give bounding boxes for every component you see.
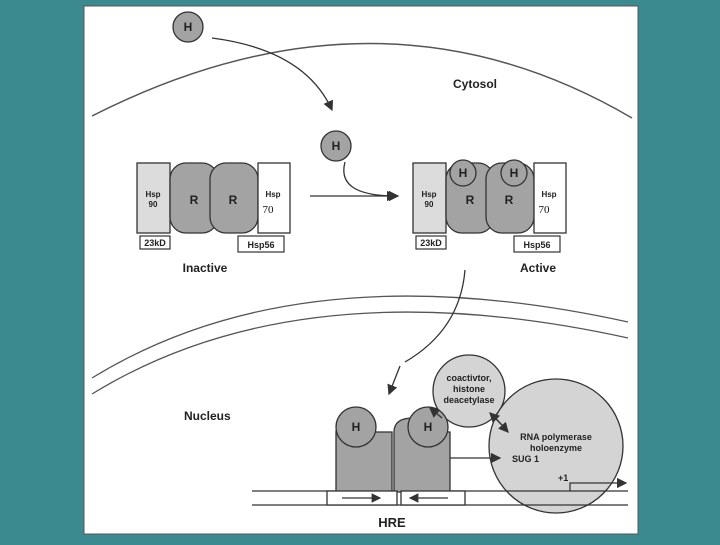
svg-text:Hsp: Hsp: [265, 190, 280, 199]
polymerase-coactivator-arrow: [489, 412, 506, 429]
23kd-block: [139, 235, 171, 250]
coactivator-complex: coactivtor, histone deacetylase: [432, 354, 506, 428]
hormone-label: H: [184, 20, 193, 34]
nuclear-envelope-outer: [91, 295, 629, 379]
cell-membrane: [91, 42, 633, 119]
svg-text:H: H: [459, 166, 468, 180]
hsp56-block: [237, 235, 285, 253]
svg-text:H: H: [510, 166, 519, 180]
hsp90-block: [412, 162, 447, 234]
svg-text:70: 70: [539, 204, 551, 216]
bound-hormone: [500, 159, 528, 187]
hre-element: [326, 490, 466, 506]
svg-text:70: 70: [263, 204, 275, 216]
svg-text:23kD: 23kD: [420, 238, 442, 248]
svg-text:23kD: 23kD: [144, 238, 166, 248]
hormone-free: H: [172, 11, 204, 43]
svg-text:90: 90: [425, 200, 434, 209]
nucleus-label: Nucleus: [184, 409, 231, 423]
active-label: Active: [520, 261, 556, 275]
nuclear-envelope-inner: [91, 311, 629, 395]
svg-text:R: R: [466, 193, 475, 207]
cytosol-label: Cytosol: [453, 77, 497, 91]
inactive-complex: Hsp 90 R R Hsp 70 23kD Hsp56: [136, 162, 291, 253]
hsp90-block: [136, 162, 171, 234]
nuclear-entry-arc: [404, 269, 466, 363]
svg-text:Hsp: Hsp: [145, 190, 160, 199]
receptor-dimer: H H: [335, 406, 451, 493]
svg-text:R: R: [229, 193, 238, 207]
sug1-label: SUG 1: [512, 454, 539, 464]
svg-text:histone: histone: [453, 384, 485, 394]
plus1-label: +1: [558, 473, 568, 483]
hsp70-block: [533, 162, 567, 234]
hsp56-block: [513, 235, 561, 253]
hormone-cytosol: H: [320, 130, 352, 162]
svg-text:R: R: [190, 193, 199, 207]
svg-text:Hsp: Hsp: [541, 190, 556, 199]
svg-text:RNA polymerase: RNA polymerase: [520, 432, 592, 442]
svg-text:Hsp56: Hsp56: [247, 240, 274, 250]
svg-text:H: H: [424, 420, 433, 434]
svg-text:Hsp: Hsp: [421, 190, 436, 199]
hormone-entry-arrow: [211, 37, 334, 112]
active-complex: Hsp 90 R R H H Hsp 70 23kD Hsp56: [412, 159, 567, 253]
bound-hormone: [449, 159, 477, 187]
nuclear-entry-arrow: [387, 365, 401, 396]
svg-text:coactivtor,: coactivtor,: [446, 373, 491, 383]
svg-text:H: H: [332, 139, 341, 153]
hre-label: HRE: [378, 515, 406, 530]
23kd-block: [415, 235, 447, 250]
svg-text:deacetylase: deacetylase: [443, 395, 494, 405]
rna-polymerase-holoenzyme: RNA polymerase holoenzyme: [488, 378, 624, 514]
svg-text:Hsp56: Hsp56: [523, 240, 550, 250]
coactivator-arrow: [429, 407, 443, 419]
svg-text:H: H: [352, 420, 361, 434]
svg-text:holoenzyme: holoenzyme: [530, 443, 582, 453]
svg-text:R: R: [505, 193, 514, 207]
hsp70-block: [257, 162, 291, 234]
transcription-start-arrow: [569, 477, 628, 491]
svg-text:90: 90: [149, 200, 158, 209]
inactive-label: Inactive: [183, 261, 228, 275]
